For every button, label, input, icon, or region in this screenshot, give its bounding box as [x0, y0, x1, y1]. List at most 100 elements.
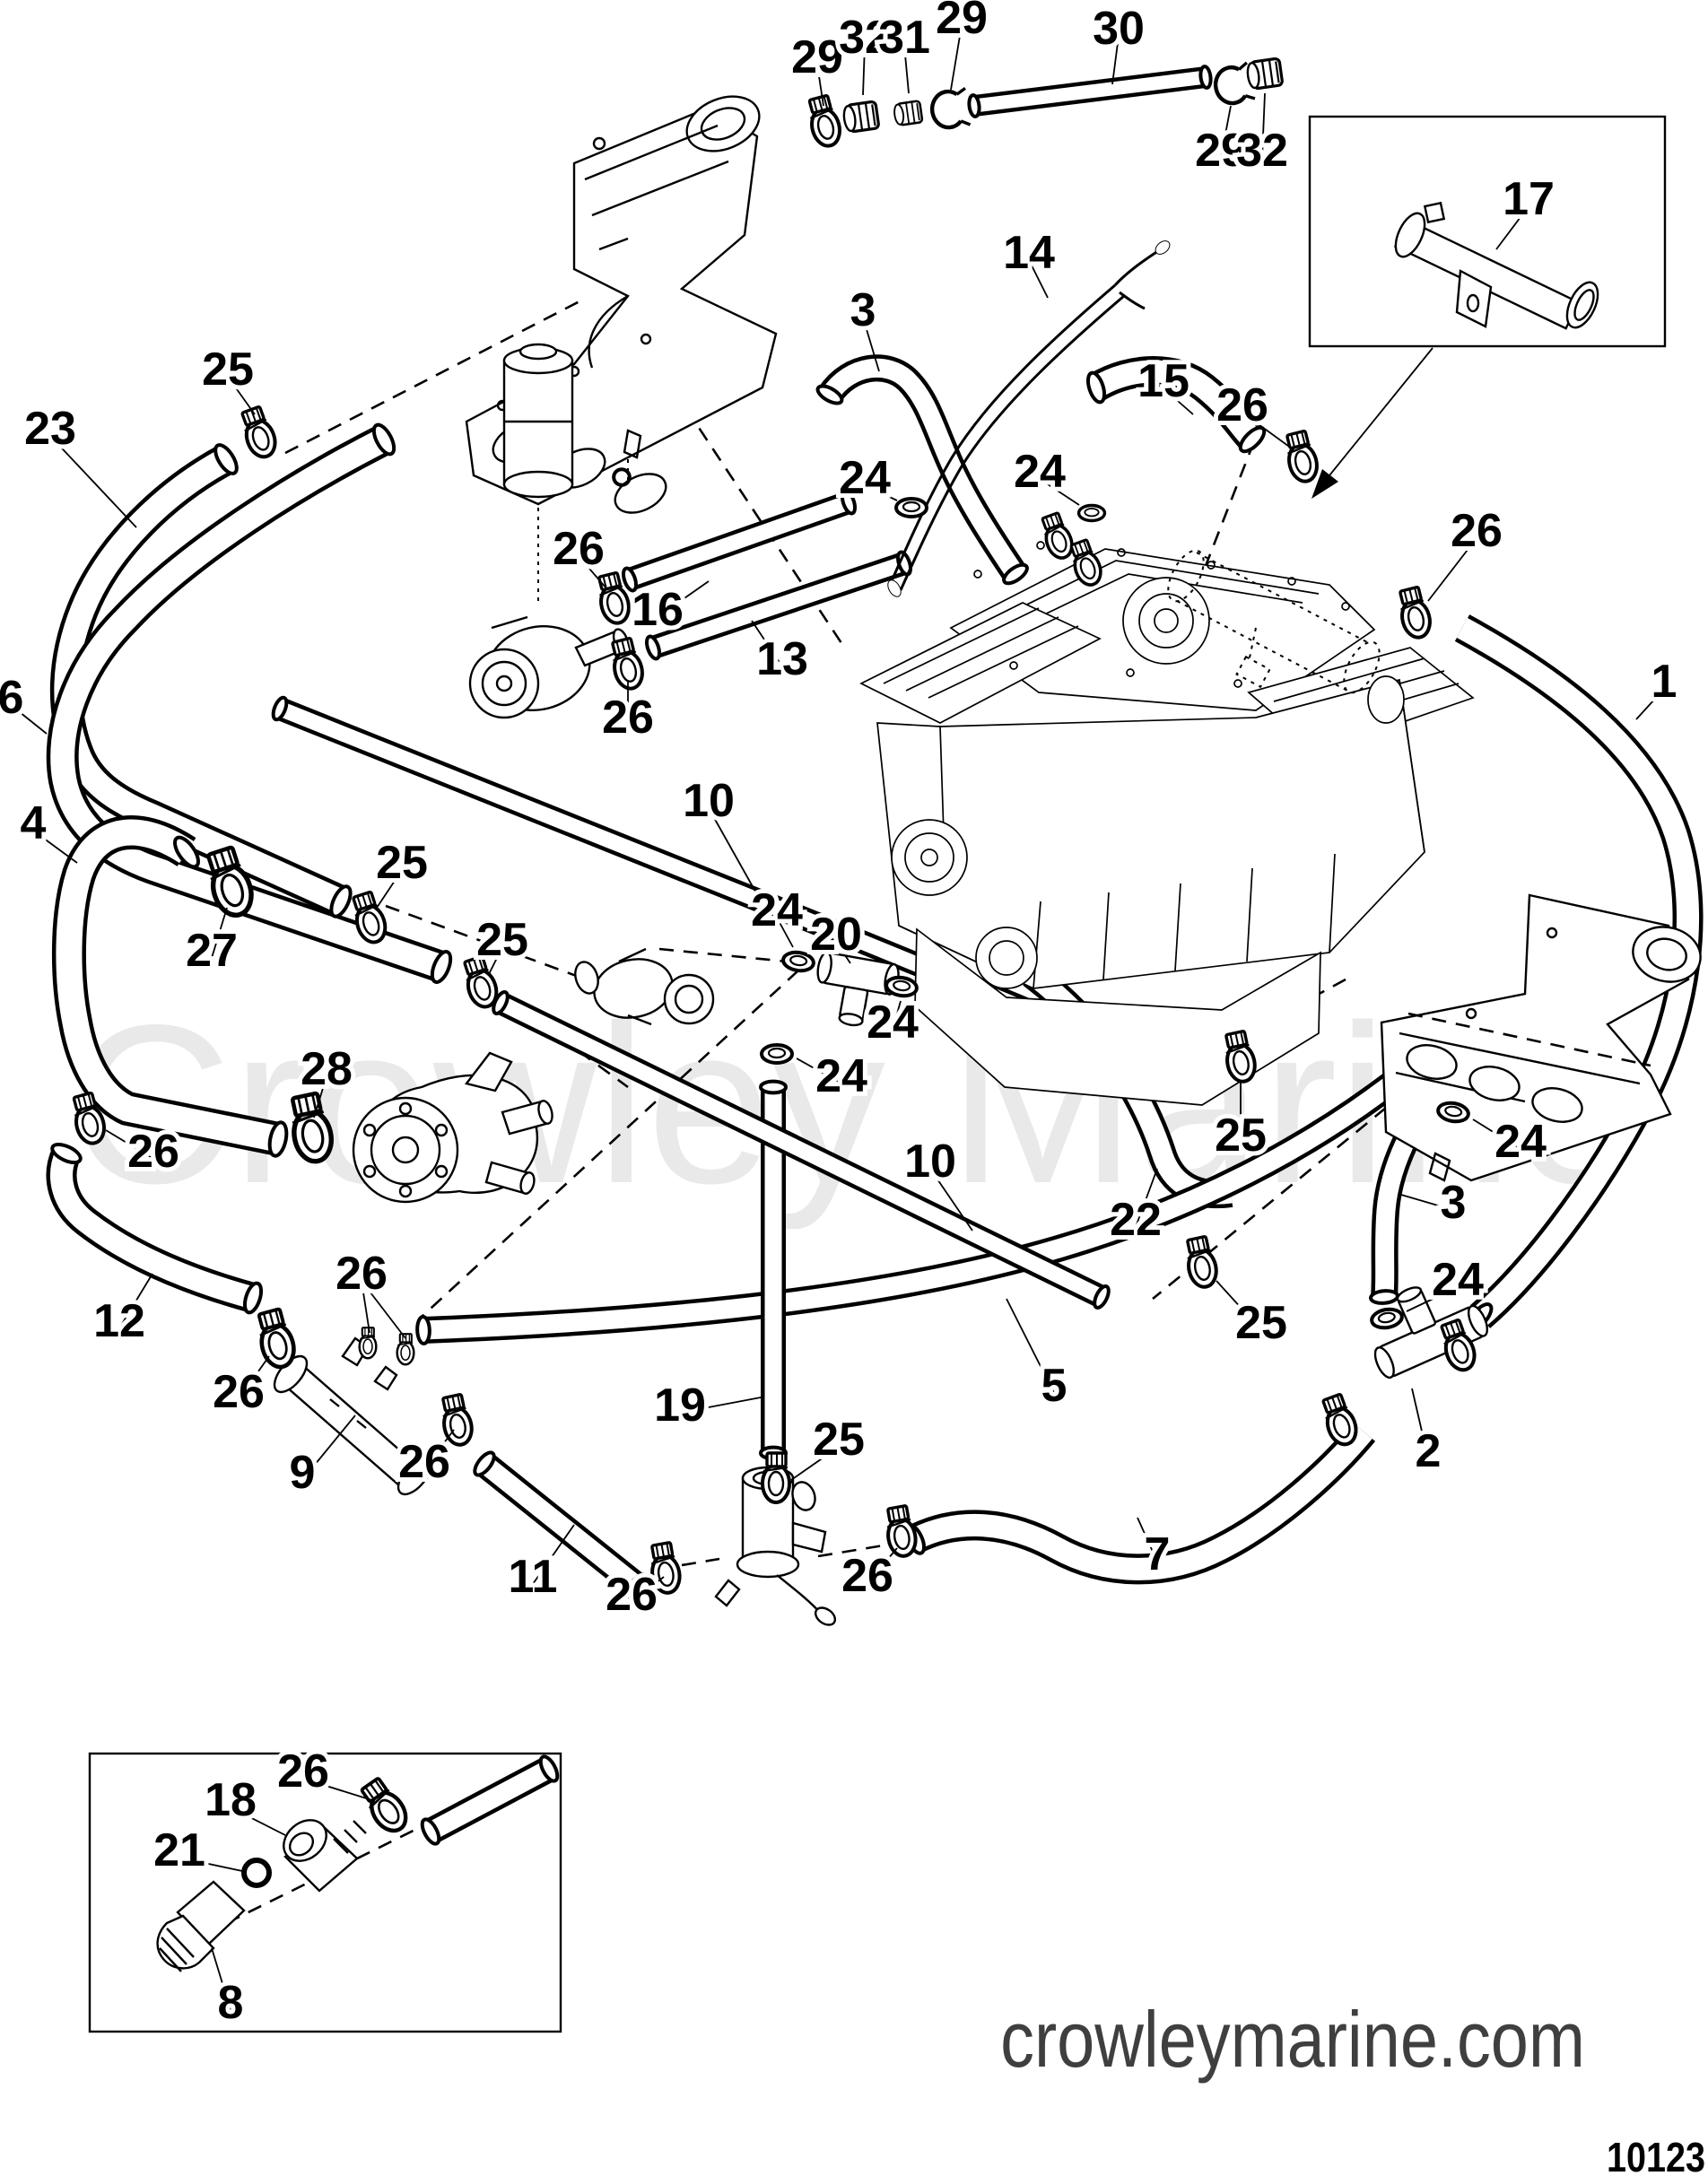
worm-fitting-0 [803, 92, 846, 152]
callout-halo-18-55: 18 [205, 1774, 257, 1826]
worm-fitting-18 [761, 1451, 791, 1504]
callout-leader-24-43-0 [1406, 1286, 1459, 1312]
callout-26-51: 26 [606, 1569, 658, 1621]
hose-end-26 [644, 634, 662, 661]
worm-fitting-14 [396, 1332, 415, 1366]
hose-core-5 [1090, 360, 1261, 448]
hose-end-3 [430, 950, 453, 984]
quick-connect-parts [156, 1819, 367, 1972]
callout-leader-26-48-1 [361, 1280, 406, 1339]
callout-20-31: 20 [810, 909, 862, 961]
hose-end-28 [967, 93, 981, 118]
hose-core-13 [497, 996, 1105, 1304]
callout-24-30: 24 [751, 884, 803, 936]
callout-leader-18-55-0 [230, 1806, 286, 1836]
callout-5-38: 5 [1041, 1360, 1068, 1412]
callout-2-44: 2 [1416, 1425, 1442, 1477]
hose-core-15 [627, 494, 851, 588]
callout-26-28: 26 [127, 1126, 179, 1178]
hose-end-11 [1369, 1289, 1399, 1305]
worm-fitting-37 [357, 1776, 413, 1837]
callout-halo-26-48: 26 [336, 1248, 388, 1300]
callout-leader-24-41-0 [1472, 1118, 1521, 1150]
callout-31-2: 31 [878, 12, 930, 64]
callout-halo-4-23: 4 [21, 797, 47, 849]
callout-halo-6-22: 6 [0, 672, 23, 724]
callout-leader-8-57-0 [211, 1947, 231, 2011]
hose-end-31 [420, 1817, 441, 1846]
callout-leader-26-48-0 [361, 1280, 370, 1334]
callout-leader-20-31-0 [835, 941, 851, 964]
callout-leader-26-20-0 [578, 555, 607, 589]
callout-halo-26-49: 26 [398, 1436, 450, 1488]
callout-halo-10-37: 10 [904, 1136, 956, 1188]
callout-29-5: 29 [1195, 125, 1247, 177]
callout-halo-24-43: 24 [1432, 1254, 1484, 1306]
callout-leader-2-44-0 [1411, 1388, 1429, 1459]
callout-15-14: 15 [1137, 355, 1190, 407]
oil-filter-canister [502, 343, 574, 499]
callout-26-20: 26 [553, 523, 605, 575]
callout-halo-26-52: 26 [841, 1550, 893, 1602]
callout-halo-29-3: 29 [936, 0, 988, 44]
worm-fitting-34 [606, 635, 649, 693]
circlip-fitting-3 [930, 88, 970, 128]
hose-end-7 [242, 1281, 264, 1315]
callout-25-35: 25 [813, 1414, 865, 1466]
callout-leader-17-7-0 [1495, 205, 1529, 250]
callout-leader-30-4-0 [1111, 35, 1120, 85]
callout-leader-22-36-0 [1135, 1168, 1158, 1228]
callout-26-16: 26 [1451, 505, 1503, 557]
hose-end-21 [1093, 1284, 1111, 1310]
callout-24-43: 24 [1432, 1254, 1484, 1306]
circulating-pump [352, 1051, 553, 1204]
callout-halo-25-35: 25 [813, 1414, 865, 1466]
callout-leader-24-32-0 [892, 1000, 902, 1031]
cap-fitting-27 [1368, 1305, 1406, 1332]
callout-leader-26-16-0 [1427, 537, 1477, 602]
hose-end-2 [371, 422, 396, 457]
callout-leader-24-10-0 [864, 484, 898, 501]
hose-end-25 [840, 489, 858, 516]
hose-core-9 [910, 1424, 1372, 1580]
callout-leader-25-25-0 [376, 869, 403, 909]
callout-32-6: 32 [1236, 125, 1288, 177]
callout-10-29: 10 [683, 775, 735, 827]
callout-25-39: 25 [1215, 1110, 1267, 1162]
callout-25-40: 25 [1235, 1297, 1287, 1349]
callout-leader-32-6-0 [1261, 92, 1266, 159]
callout-leader-26-28-0 [105, 1129, 154, 1160]
callout-leader-25-40-0 [1216, 1280, 1262, 1331]
callout-halo-11-50: 11 [509, 1551, 558, 1603]
callout-leader-27-24-0 [211, 907, 228, 959]
callout-halo-13-19: 13 [756, 633, 808, 685]
hose-end-5 [267, 1120, 289, 1158]
callout-halo-9-47: 9 [290, 1447, 316, 1499]
callout-halo-25-25: 25 [376, 837, 428, 889]
callout-28-27: 28 [301, 1043, 353, 1095]
callout-leader-21-56-0 [179, 1857, 243, 1872]
callout-25-25: 25 [376, 837, 428, 889]
callout-leader-7-53-0 [1137, 1517, 1158, 1562]
worm-fitting-29 [1316, 1390, 1363, 1450]
ps-cooler-9 [273, 1336, 432, 1496]
callout-halo-24-41: 24 [1494, 1116, 1547, 1168]
callout-halo-24-33: 24 [815, 1050, 867, 1102]
callout-leader-15-14-0 [1163, 387, 1194, 415]
callout-leader-24-11-0 [1039, 478, 1080, 506]
callout-11-50: 11 [509, 1551, 558, 1603]
callout-24-10: 24 [839, 452, 891, 504]
callout-leader-29-0-0 [816, 64, 824, 107]
callout-leader-29-5-0 [1220, 105, 1232, 159]
callout-leader-14-13-0 [1028, 259, 1049, 299]
callout-halo-24-10: 24 [839, 452, 891, 504]
callout-leader-24-30-0 [776, 917, 794, 948]
callout-leader-3-12-0 [862, 317, 880, 372]
callout-halo-25-39: 25 [1215, 1110, 1267, 1162]
hose-end-8 [815, 384, 844, 405]
barb-fitting-1 [841, 100, 881, 135]
callout-leader-9-47-0 [301, 1414, 356, 1481]
callout-leader-26-15-0 [1242, 412, 1293, 449]
